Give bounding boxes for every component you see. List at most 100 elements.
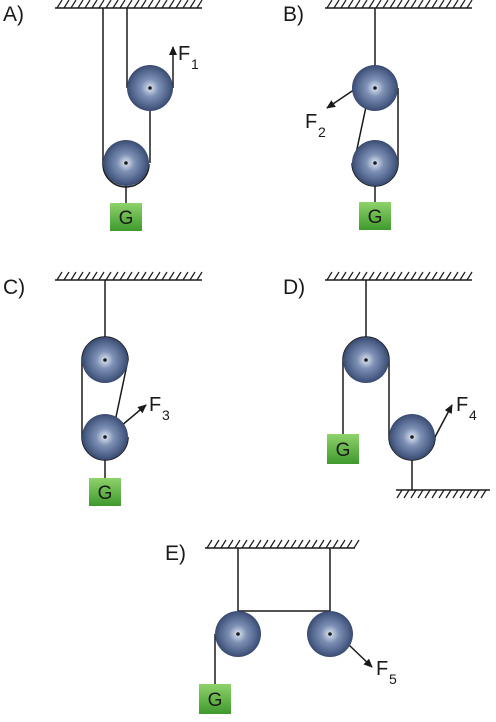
hatch-mark: [182, 271, 189, 281]
hatch-mark: [175, 0, 182, 9]
hatch-mark: [396, 489, 403, 499]
hatch-mark: [459, 489, 466, 499]
floor-d: [396, 489, 490, 499]
hatch-mark: [389, 271, 396, 281]
hatch-mark: [91, 0, 98, 9]
hatch-mark: [234, 539, 241, 549]
weight-label: G: [368, 207, 383, 228]
panel-b-label: B): [283, 3, 304, 26]
hatch-mark: [126, 0, 133, 9]
weight-block: [199, 684, 231, 714]
hatch-mark: [154, 271, 161, 281]
hatch-mark: [382, 271, 389, 281]
force-arrow: [434, 404, 453, 438]
hatch-mark: [77, 271, 84, 281]
hatch-mark: [262, 539, 269, 549]
hatch-mark: [140, 0, 147, 9]
axle: [410, 435, 414, 439]
hatch-mark: [133, 0, 140, 9]
hatch-mark: [255, 539, 262, 549]
hatch-mark: [119, 0, 126, 9]
hatch-mark: [56, 271, 63, 281]
hatch-mark: [119, 271, 126, 281]
weight-block: [359, 202, 391, 230]
hatch-mark: [133, 271, 140, 281]
hatch-mark: [332, 539, 339, 549]
hatch-mark: [339, 539, 346, 549]
ceiling-d: [325, 271, 473, 281]
hatch-mark: [168, 0, 175, 9]
hatch-mark: [375, 0, 382, 9]
hatch-mark: [417, 0, 424, 9]
hatch-mark: [340, 0, 347, 9]
hatch-mark: [480, 489, 487, 499]
hatch-mark: [182, 0, 189, 9]
hatch-mark: [290, 539, 297, 549]
hatch-mark: [70, 0, 77, 9]
force-label: F: [178, 43, 190, 65]
hatch-mark: [424, 271, 431, 281]
hatch-mark: [452, 0, 459, 9]
hatch-mark: [227, 539, 234, 549]
hatch-mark: [431, 0, 438, 9]
weight-block: [327, 434, 359, 464]
ceiling-e: [205, 539, 360, 549]
hatch-mark: [333, 271, 340, 281]
force-subscript: 2: [318, 124, 326, 140]
weight-block: [89, 478, 121, 506]
hatch-mark: [354, 0, 361, 9]
hatch-mark: [77, 0, 84, 9]
hatch-mark: [283, 539, 290, 549]
hatch-mark: [241, 539, 248, 549]
hatch-mark: [161, 0, 168, 9]
hatch-mark: [445, 271, 452, 281]
hatch-mark: [98, 0, 105, 9]
hatch-mark: [466, 271, 473, 281]
force-subscript: 4: [469, 407, 477, 423]
hatch-mark: [326, 271, 333, 281]
hatch-mark: [382, 0, 389, 9]
hatch-mark: [161, 271, 168, 281]
hatch-mark: [473, 489, 480, 499]
hatch-mark: [325, 539, 332, 549]
axle: [328, 632, 332, 636]
hatch-mark: [189, 0, 196, 9]
ceiling-b: [325, 0, 473, 9]
panel-e: E) G F 5: [165, 539, 397, 714]
hatch-mark: [438, 271, 445, 281]
panel-c-label: C): [3, 276, 25, 299]
force-label: F: [305, 111, 317, 133]
hatch-mark: [410, 489, 417, 499]
hatch-mark: [206, 539, 213, 549]
hatch-mark: [70, 271, 77, 281]
weight-block: [110, 203, 142, 231]
hatch-mark: [140, 271, 147, 281]
hatch-mark: [196, 271, 203, 281]
hatch-mark: [424, 0, 431, 9]
hatch-mark: [445, 489, 452, 499]
hatch-mark: [213, 539, 220, 549]
hatch-mark: [459, 0, 466, 9]
hatch-mark: [333, 0, 340, 9]
hatch-mark: [452, 271, 459, 281]
hatch-mark: [361, 0, 368, 9]
hatch-mark: [431, 271, 438, 281]
hatch-mark: [318, 539, 325, 549]
hatch-mark: [438, 489, 445, 499]
hatch-mark: [438, 0, 445, 9]
axle: [373, 161, 377, 165]
hatch-mark: [112, 271, 119, 281]
hatch-mark: [445, 0, 452, 9]
hatch-mark: [403, 0, 410, 9]
axle: [236, 632, 240, 636]
hatch-mark: [105, 271, 112, 281]
hatch-mark: [84, 271, 91, 281]
panel-d: D) G F 4: [283, 271, 490, 499]
hatch-mark: [311, 539, 318, 549]
hatch-mark: [389, 0, 396, 9]
hatch-mark: [196, 0, 203, 9]
hatch-mark: [466, 489, 473, 499]
hatch-mark: [417, 489, 424, 499]
panel-a-label: A): [3, 3, 24, 26]
ceiling-a: [55, 0, 203, 9]
